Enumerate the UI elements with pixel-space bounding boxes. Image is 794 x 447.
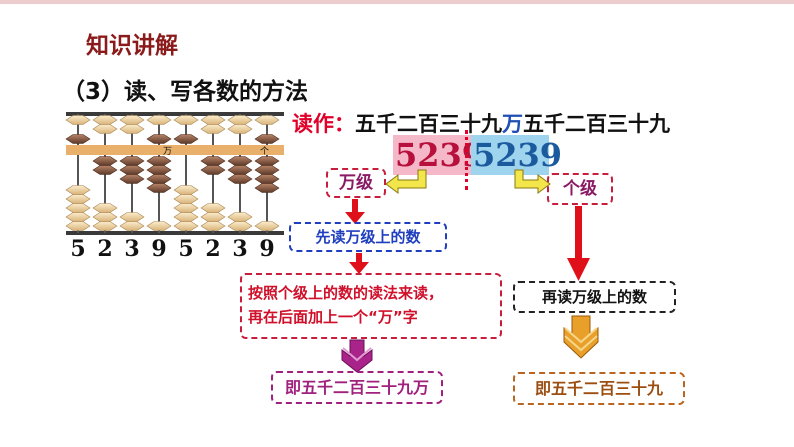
abacus-top-bar bbox=[66, 112, 284, 116]
abacus-digit: 3 bbox=[232, 236, 248, 262]
ge-level-box: 个级 bbox=[547, 173, 613, 205]
result-wan-box: 即五千二百三十九万 bbox=[271, 371, 443, 404]
abacus-bead bbox=[65, 115, 91, 125]
abacus-rod bbox=[77, 114, 79, 233]
abacus-digit: 9 bbox=[259, 236, 275, 262]
abacus-rod bbox=[185, 114, 187, 233]
abacus-ge-label: 个 bbox=[260, 146, 269, 157]
abacus-digit: 2 bbox=[205, 236, 221, 262]
abacus-digit: 2 bbox=[97, 236, 113, 262]
abacus-digit: 5 bbox=[178, 236, 194, 262]
section-subtitle: （3）读、写各数的方法 bbox=[62, 79, 309, 105]
abacus-bead bbox=[227, 174, 253, 184]
abacus-bead bbox=[254, 115, 280, 125]
abacus-bead bbox=[254, 134, 280, 144]
bent-arrow-left-icon bbox=[385, 169, 427, 194]
down-arrow-icon bbox=[345, 199, 365, 224]
abacus-bead bbox=[119, 174, 145, 184]
abacus-bead bbox=[92, 124, 118, 134]
abacus-bead bbox=[200, 124, 226, 134]
abacus-digit: 9 bbox=[151, 236, 167, 262]
abacus-bead bbox=[92, 203, 118, 213]
abacus-bead bbox=[65, 134, 91, 144]
abacus-bead bbox=[92, 165, 118, 175]
chevron-down-icon-orange bbox=[563, 315, 599, 359]
reading-part1: 五千二百三十九 bbox=[355, 112, 502, 136]
read-again-box: 再读万级上的数 bbox=[513, 281, 676, 313]
abacus-bead bbox=[146, 183, 172, 193]
result-ge-box: 即五千二百三十九 bbox=[513, 372, 685, 405]
abacus-beads bbox=[65, 115, 280, 231]
wan-level-number: 5239 bbox=[393, 135, 485, 175]
abacus-bead bbox=[227, 212, 253, 222]
top-rule bbox=[0, 0, 794, 4]
abacus-bead bbox=[254, 183, 280, 193]
abacus-bead bbox=[65, 185, 91, 195]
read-wan-first-box: 先读万级上的数 bbox=[289, 222, 447, 252]
abacus: 万 个 bbox=[65, 112, 284, 235]
abacus-bead bbox=[119, 212, 145, 222]
abacus-bead bbox=[119, 124, 145, 134]
ge-level-number: 5239 bbox=[471, 135, 563, 175]
abacus-bead bbox=[227, 124, 253, 134]
read-method-line2: 再在后面加上一个“万”字 bbox=[248, 308, 418, 326]
bent-arrow-right-icon bbox=[514, 169, 551, 194]
down-arrow-icon bbox=[349, 253, 369, 274]
abacus-wan-label: 万 bbox=[163, 147, 172, 157]
abacus-bead bbox=[173, 185, 199, 195]
abacus-bead bbox=[254, 221, 280, 231]
abacus-bead bbox=[200, 165, 226, 175]
abacus-digit: 3 bbox=[124, 236, 140, 262]
reading-part2: 五千二百三十九 bbox=[523, 112, 670, 136]
wan-level-box: 万级 bbox=[326, 168, 386, 198]
reading-wan-char: 万 bbox=[502, 112, 523, 136]
down-arrow-icon bbox=[567, 206, 590, 281]
split-divider bbox=[465, 130, 468, 190]
abacus-bead bbox=[146, 221, 172, 231]
reading-line: 读作：五千二百三十九万五千二百三十九 bbox=[292, 108, 670, 138]
reading-label: 读作： bbox=[292, 112, 355, 136]
abacus-bead bbox=[146, 115, 172, 125]
read-method-line1: 按照个级上的数的读法来读， bbox=[248, 284, 444, 302]
abacus-bead bbox=[146, 134, 172, 144]
abacus-digit: 5 bbox=[70, 236, 86, 262]
abacus-bead bbox=[173, 134, 199, 144]
page-title: 知识讲解 bbox=[86, 33, 178, 59]
read-method-box: 按照个级上的数的读法来读， 再在后面加上一个“万”字 bbox=[240, 273, 502, 339]
abacus-bottom-bar bbox=[66, 231, 284, 235]
chevron-down-icon-purple bbox=[341, 339, 373, 373]
abacus-bead bbox=[200, 203, 226, 213]
abacus-bead bbox=[173, 115, 199, 125]
abacus-beam bbox=[66, 145, 284, 155]
